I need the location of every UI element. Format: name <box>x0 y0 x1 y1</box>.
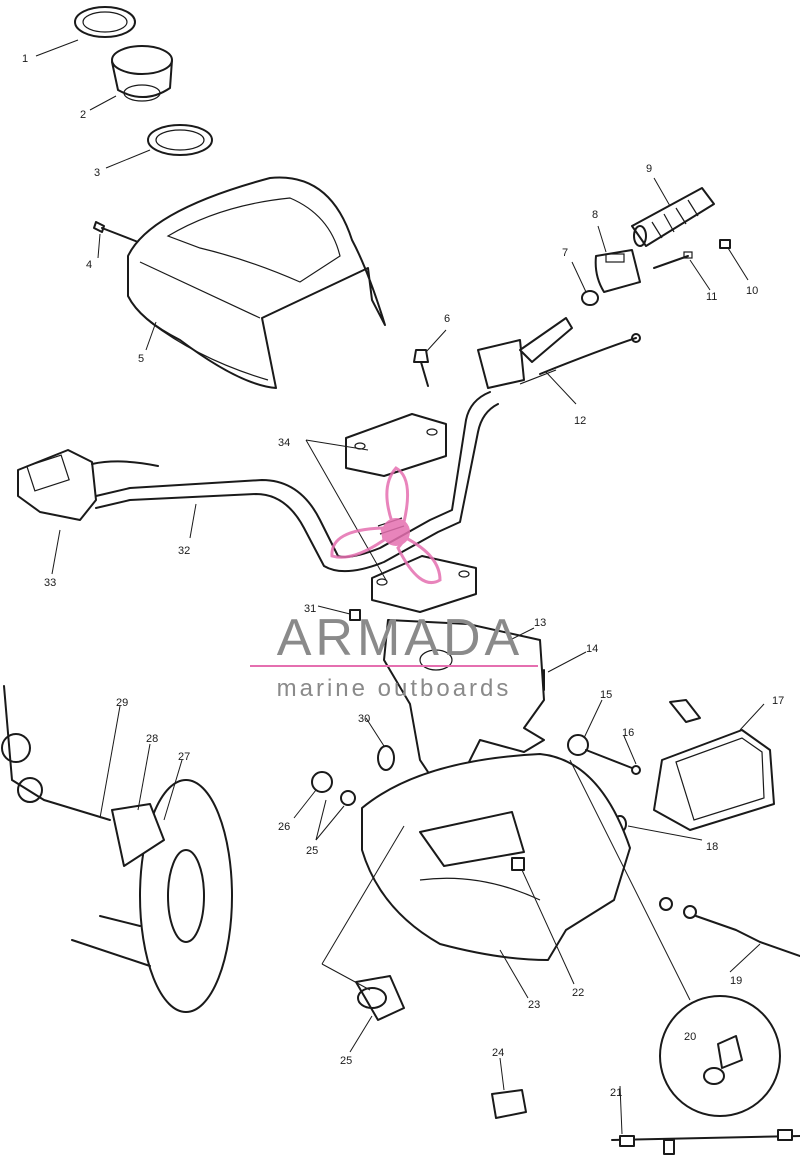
callout-10: 10 <box>746 285 758 297</box>
callout-8: 8 <box>592 209 598 221</box>
part-connector-26 <box>311 771 356 806</box>
callout-4: 4 <box>86 259 92 271</box>
part-upper-clamp <box>345 413 447 477</box>
part-grip <box>631 187 715 247</box>
part-ring-top <box>74 6 136 38</box>
callout-26: 26 <box>278 821 290 833</box>
part-headlight <box>653 699 775 831</box>
part-cover <box>127 176 386 389</box>
part-bulb-16 <box>631 765 641 775</box>
callout-11: 11 <box>706 291 717 303</box>
callout-labels: 1 2 3 4 5 6 7 8 9 10 11 12 13 14 15 16 1… <box>22 53 784 1099</box>
part-handlebar <box>95 391 499 573</box>
callout-2: 2 <box>80 109 86 121</box>
part-nut-31 <box>349 609 361 621</box>
callout-25-lower: 25 <box>340 1055 352 1067</box>
callout-23: 23 <box>528 999 540 1011</box>
callout-18: 18 <box>706 841 718 853</box>
callout-12: 12 <box>574 415 586 427</box>
callout-33: 33 <box>44 577 56 589</box>
callout-19: 19 <box>730 975 742 987</box>
callout-21: 21 <box>610 1087 622 1099</box>
part-screw-4 <box>93 221 139 243</box>
part-plug-10 <box>719 239 731 249</box>
callout-9: 9 <box>646 163 652 175</box>
part-socket-25 <box>321 825 405 1021</box>
part-grommet <box>111 45 173 102</box>
part-bracket <box>383 619 545 791</box>
callout-31: 31 <box>304 603 316 615</box>
watermark-brand: ARMADA <box>277 609 523 667</box>
callout-30: 30 <box>358 713 370 725</box>
callout-27: 27 <box>178 751 190 763</box>
callout-22: 22 <box>572 987 584 999</box>
callout-17: 17 <box>772 695 784 707</box>
leader-lines <box>35 39 765 1135</box>
callout-20: 20 <box>684 1031 696 1043</box>
part-left-master-cylinder <box>17 449 159 521</box>
callout-25-upper: 25 <box>306 845 318 857</box>
part-grommet-30 <box>377 745 395 771</box>
callout-15: 15 <box>600 689 612 701</box>
callout-7: 7 <box>562 247 568 259</box>
watermark: ARMADA marine outboards <box>250 466 538 702</box>
part-clip-24 <box>491 1089 527 1119</box>
callout-29: 29 <box>116 697 128 709</box>
callout-24: 24 <box>492 1047 504 1059</box>
callout-14: 14 <box>586 643 598 655</box>
part-inset-detail <box>569 759 781 1117</box>
part-lower-clamp <box>371 555 477 613</box>
part-nut-22 <box>511 857 525 871</box>
part-cable <box>659 897 800 957</box>
callout-3: 3 <box>94 167 100 179</box>
callout-1: 1 <box>22 53 28 65</box>
callout-28: 28 <box>146 733 158 745</box>
watermark-tagline: marine outboards <box>277 675 512 702</box>
callout-6: 6 <box>444 313 450 325</box>
part-brake-lever <box>477 317 641 389</box>
part-gear-15 <box>567 734 633 769</box>
callout-16: 16 <box>622 727 634 739</box>
part-front-fender <box>361 753 631 961</box>
part-throttle-housing <box>594 249 641 293</box>
part-washer-7 <box>581 290 599 306</box>
callout-13: 13 <box>534 617 546 629</box>
part-caliper <box>1 685 165 967</box>
propeller-logo-icon <box>330 466 442 585</box>
callout-32: 32 <box>178 545 190 557</box>
callout-5: 5 <box>138 353 144 365</box>
part-ring-lower <box>147 124 213 156</box>
callout-34: 34 <box>278 437 290 449</box>
part-set-screw-11 <box>653 251 693 269</box>
part-bolt-6 <box>413 349 429 387</box>
part-wiring-harness <box>611 1129 800 1155</box>
